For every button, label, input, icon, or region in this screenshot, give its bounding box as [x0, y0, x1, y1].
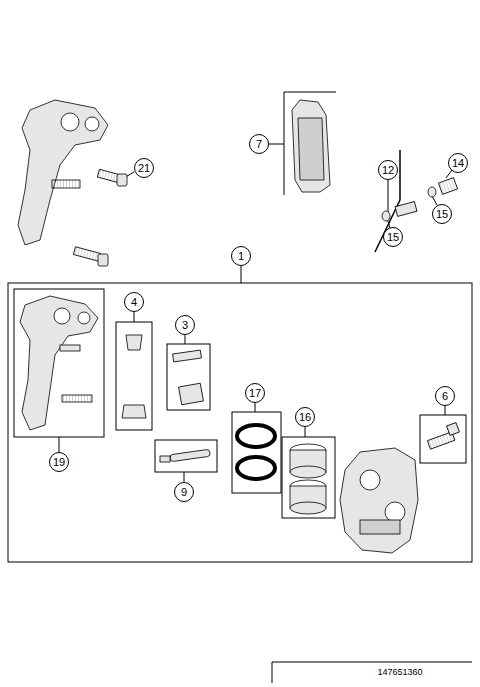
- callout-circle: 3: [175, 315, 195, 335]
- callout-circle: 19: [49, 452, 69, 472]
- callout-number: 9: [181, 487, 187, 498]
- callout-circle: 12: [378, 160, 398, 180]
- callout-number: 16: [299, 412, 311, 423]
- callout-circle: 15: [432, 204, 452, 224]
- callout-number: 21: [138, 163, 150, 174]
- callout-circle: 9: [174, 482, 194, 502]
- callout-number: 1: [238, 251, 244, 262]
- callout-number: 15: [436, 209, 448, 220]
- callout-number: 15: [387, 232, 399, 243]
- part-number: 147651360: [377, 667, 422, 677]
- callout-number: 17: [249, 388, 261, 399]
- callout-circle: 16: [295, 407, 315, 427]
- callout-number: 4: [131, 297, 137, 308]
- callout-circle: 6: [435, 386, 455, 406]
- callout-number: 19: [53, 457, 65, 468]
- callout-circle: 4: [124, 292, 144, 312]
- callout-circle: 15: [383, 227, 403, 247]
- kit-frame: [8, 283, 472, 562]
- callout-circle: 21: [134, 158, 154, 178]
- callout-number: 14: [452, 158, 464, 169]
- callout-circle: 17: [245, 383, 265, 403]
- callout-circle: 7: [249, 134, 269, 154]
- callout-number: 7: [256, 139, 262, 150]
- callout-circle: 14: [448, 153, 468, 173]
- callout-number: 12: [382, 165, 394, 176]
- callout-number: 3: [182, 320, 188, 331]
- callout-number: 6: [442, 391, 448, 402]
- callout-circle: 1: [231, 246, 251, 266]
